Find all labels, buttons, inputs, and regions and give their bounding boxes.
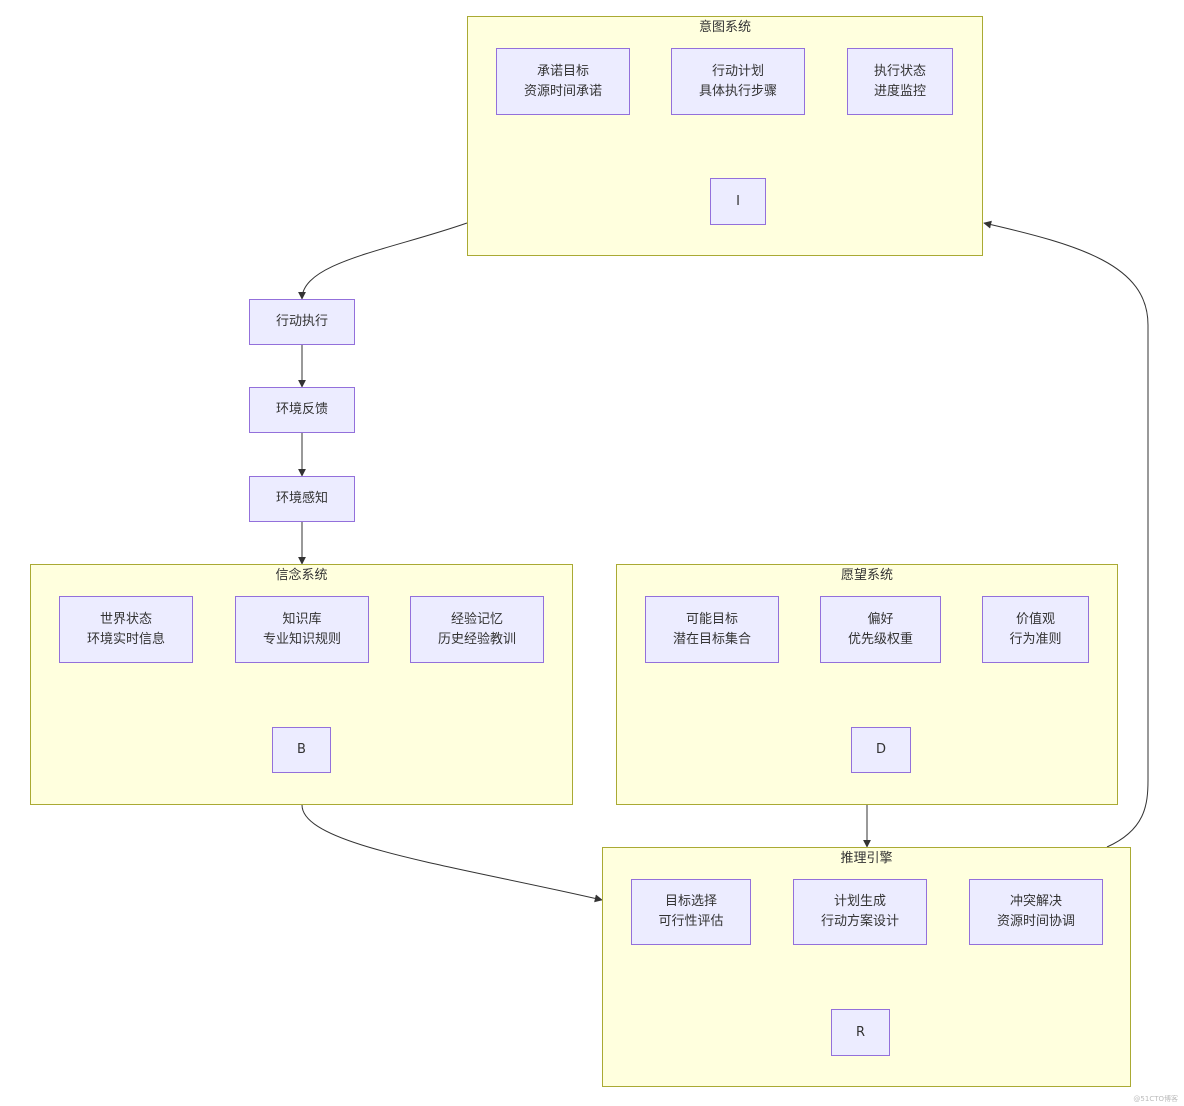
node-sublabel: 可行性评估 — [658, 914, 724, 929]
node-sublabel: 历史经验教训 — [437, 631, 516, 647]
node-action-execution[interactable]: 行动执行 — [249, 299, 355, 345]
node-values[interactable]: 价值观 行为准则 — [982, 596, 1089, 663]
node-label: 计划生成 — [833, 894, 886, 909]
node-label: 价值观 — [1015, 611, 1055, 627]
edge-belief-to-reasoning — [301, 804, 603, 903]
node-label: 环境感知 — [275, 491, 328, 506]
node-label: 目标选择 — [664, 894, 717, 909]
node-intent-hub[interactable]: I — [710, 178, 766, 225]
cluster-title: 推理引擎 — [840, 851, 893, 866]
cluster-title: 意图系统 — [698, 20, 751, 35]
node-label: 行动计划 — [711, 63, 764, 79]
node-label: 行动执行 — [275, 314, 328, 329]
node-plan-generation[interactable]: 计划生成 行动方案设计 — [793, 879, 927, 945]
node-label: 承诺目标 — [536, 63, 589, 79]
node-label: 冲突解决 — [1009, 894, 1062, 909]
node-environment-perception[interactable]: 环境感知 — [249, 476, 355, 522]
node-label: 可能目标 — [685, 611, 738, 627]
node-label: R — [855, 1024, 866, 1040]
node-sublabel: 潜在目标集合 — [672, 631, 751, 647]
node-preferences[interactable]: 偏好 优先级权重 — [820, 596, 941, 663]
node-sublabel: 资源时间承诺 — [523, 83, 602, 99]
node-belief-hub[interactable]: B — [272, 727, 331, 773]
node-environment-feedback[interactable]: 环境反馈 — [249, 387, 355, 433]
node-label: 执行状态 — [873, 63, 926, 79]
node-label: 世界状态 — [99, 611, 152, 627]
node-desire-hub[interactable]: D — [851, 727, 911, 773]
edge-reasoning-to-intent — [983, 220, 1149, 848]
node-goal-selection[interactable]: 目标选择 可行性评估 — [631, 879, 751, 945]
node-sublabel: 具体执行步骤 — [698, 83, 777, 99]
node-knowledge-base[interactable]: 知识库 专业知识规则 — [235, 596, 369, 663]
node-sublabel: 专业知识规则 — [262, 631, 341, 647]
node-label: 偏好 — [867, 611, 894, 627]
node-exec-status[interactable]: 执行状态 进度监控 — [847, 48, 953, 115]
node-reasoning-hub[interactable]: R — [831, 1009, 890, 1056]
node-label: I — [736, 193, 740, 209]
node-sublabel: 优先级权重 — [847, 631, 913, 647]
node-sublabel: 环境实时信息 — [86, 631, 165, 647]
node-conflict-resolution[interactable]: 冲突解决 资源时间协调 — [969, 879, 1103, 945]
node-sublabel: 进度监控 — [873, 83, 926, 99]
node-world-state[interactable]: 世界状态 环境实时信息 — [59, 596, 193, 663]
watermark: @51CTO博客 — [1133, 1095, 1178, 1103]
node-label: 环境反馈 — [275, 402, 328, 417]
node-experience-memory[interactable]: 经验记忆 历史经验教训 — [410, 596, 544, 663]
node-label: D — [875, 742, 886, 757]
node-sublabel: 资源时间协调 — [996, 914, 1075, 929]
node-sublabel: 行动方案设计 — [820, 914, 899, 929]
node-possible-goals[interactable]: 可能目标 潜在目标集合 — [645, 596, 779, 663]
node-label: 经验记忆 — [450, 611, 503, 627]
cluster-title: 愿望系统 — [840, 568, 893, 583]
node-action-plan[interactable]: 行动计划 具体执行步骤 — [671, 48, 805, 115]
node-commit-goal[interactable]: 承诺目标 资源时间承诺 — [496, 48, 630, 115]
node-label: 知识库 — [282, 611, 322, 627]
cluster-title: 信念系统 — [275, 568, 328, 583]
node-sublabel: 行为准则 — [1009, 631, 1062, 647]
node-label: B — [297, 742, 306, 757]
edge-intent-to-action-exec — [298, 222, 468, 300]
